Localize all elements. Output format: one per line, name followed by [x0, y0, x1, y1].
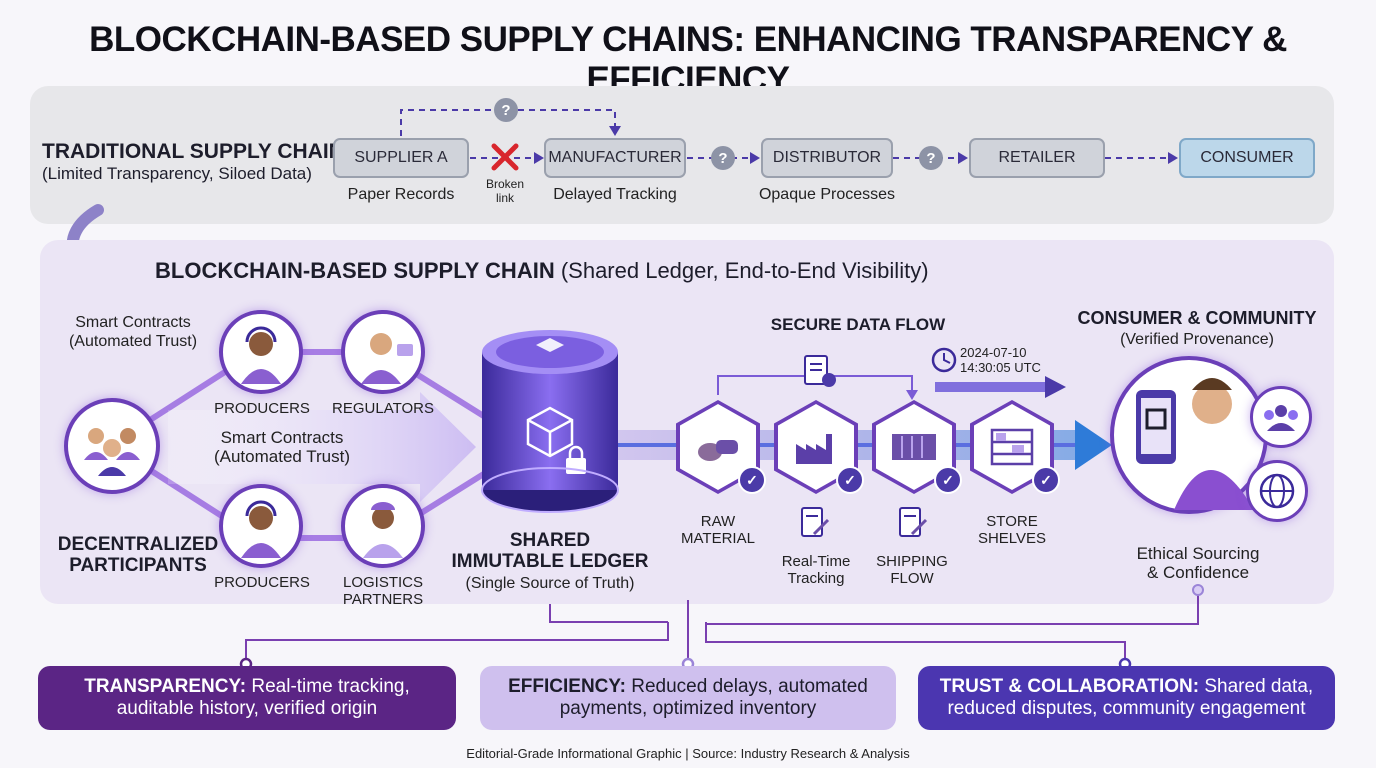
question-icon: ?: [711, 146, 735, 170]
timestamp-label: 2024-07-10 14:30:05 UTC: [960, 345, 1041, 375]
ledger-subtitle: (Single Source of Truth): [465, 575, 635, 592]
check-icon: ✓: [934, 466, 962, 494]
secure-flow-label: SECURE DATA FLOW: [770, 315, 946, 334]
person-headset-icon: [241, 500, 281, 558]
benefit-transparency: TRANSPARENCY: Real-time tracking, audita…: [38, 666, 456, 730]
ledger-title: SHARED IMMUTABLE LEDGER: [451, 530, 649, 572]
benefit-trust: TRUST & COLLABORATION: Shared data, redu…: [918, 666, 1335, 730]
benefit-title: EFFICIENCY:: [508, 676, 626, 697]
benefit-text: Real-time tracking, auditable history, v…: [116, 676, 410, 719]
smart-contracts-label: Smart Contracts (Automated Trust): [68, 314, 198, 350]
person-phone-icon: [1136, 378, 1254, 510]
producers-label-2: PRODUCERS: [214, 574, 310, 591]
community-icon: [1264, 405, 1298, 431]
consumer-title: CONSUMER & COMMUNITY: [1077, 308, 1317, 328]
footer-source: Editorial-Grade Informational Graphic | …: [466, 746, 910, 761]
step-label-shipping: SHIPPING FLOW: [876, 553, 948, 587]
document-edit-icon: [801, 507, 830, 537]
participants-label: DECENTRALIZED PARTICIPANTS: [57, 534, 219, 576]
participants-group-avatar: [64, 398, 160, 494]
check-icon: ✓: [738, 466, 766, 494]
logs-icon: [698, 440, 738, 461]
container-icon: [892, 434, 936, 460]
question-icon: ?: [919, 146, 943, 170]
page-title: BLOCKCHAIN-BASED SUPPLY CHAINS: ENHANCIN…: [89, 20, 1287, 99]
node-supplier: SUPPLIER A: [333, 138, 469, 178]
node-retailer: RETAILER: [969, 138, 1105, 178]
node-manufacturer: MANUFACTURER: [544, 138, 686, 178]
benefit-title: TRANSPARENCY:: [84, 676, 247, 697]
benefit-text: Reduced delays, automated payments, opti…: [559, 676, 868, 719]
producer-avatar-2: [219, 484, 303, 568]
node-distributor: DISTRIBUTOR: [761, 138, 893, 178]
blockchain-title: BLOCKCHAIN-BASED SUPPLY CHAIN (Shared Le…: [155, 258, 929, 283]
consumer-subtitle: (Verified Provenance): [1120, 331, 1274, 348]
traditional-subtitle: (Limited Transparency, Siloed Data): [42, 164, 312, 183]
logistics-label: LOGISTICS PARTNERS: [342, 574, 424, 608]
broken-link-label: Broken link: [485, 177, 525, 205]
smart-contracts-arrow-label: Smart Contracts (Automated Trust): [213, 428, 351, 466]
globe-badge: [1246, 460, 1308, 522]
person-package-icon: [363, 502, 403, 558]
check-icon: ✓: [836, 466, 864, 494]
traditional-title: TRADITIONAL SUPPLY CHAIN: [42, 140, 344, 163]
question-icon: ?: [494, 98, 518, 122]
step-label-store: STORE SHELVES: [977, 513, 1047, 547]
step-label-raw: RAW MATERIAL: [681, 513, 755, 547]
producer-avatar: [219, 310, 303, 394]
regulator-avatar: [341, 310, 425, 394]
benefit-title: TRUST & COLLABORATION:: [939, 676, 1200, 697]
people-group-icon: [84, 428, 140, 476]
check-icon: ✓: [1032, 466, 1060, 494]
shelves-icon: [990, 428, 1034, 466]
broken-link-icon: [491, 143, 519, 171]
factory-icon: [796, 434, 832, 464]
logistics-avatar: [341, 484, 425, 568]
consumer-avatar: [1110, 356, 1268, 514]
document-check-icon: [804, 355, 836, 387]
caption-delayed-tracking: Delayed Tracking: [553, 186, 677, 203]
person-headset-icon: [241, 326, 281, 384]
caption-opaque-processes: Opaque Processes: [758, 186, 896, 203]
step-label-tracking: Real-Time Tracking: [781, 553, 851, 587]
caption-paper-records: Paper Records: [347, 186, 455, 203]
document-edit-icon: [899, 507, 928, 537]
benefit-efficiency: EFFICIENCY: Reduced delays, automated pa…: [480, 666, 896, 730]
community-badge: [1250, 386, 1312, 448]
ethical-label: Ethical Sourcing & Confidence: [1136, 544, 1260, 582]
regulators-label: REGULATORS: [332, 400, 434, 417]
node-consumer: CONSUMER: [1179, 138, 1315, 178]
producers-label: PRODUCERS: [214, 400, 310, 417]
person-tablet-icon: [361, 333, 413, 384]
benefit-text: Shared data, reduced disputes, community…: [947, 676, 1314, 719]
globe-icon: [1259, 473, 1295, 509]
